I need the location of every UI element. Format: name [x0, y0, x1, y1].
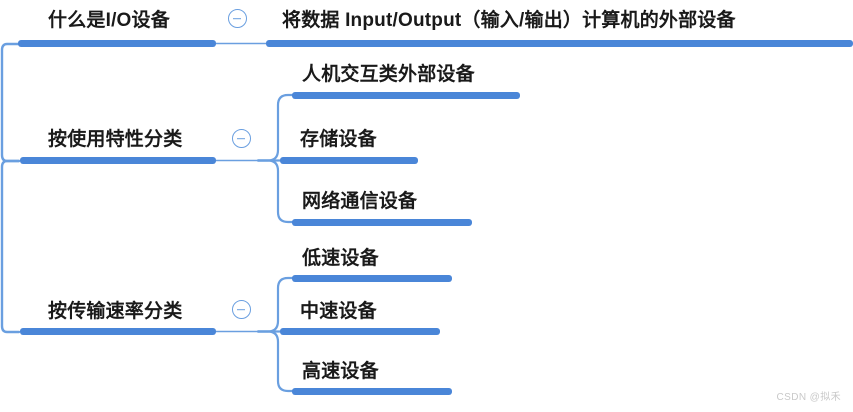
subconnector-speed-1	[256, 276, 298, 333]
node-label-by-speed[interactable]: 按传输速率分类	[48, 301, 183, 322]
child-bar-io-definition[interactable]	[266, 40, 853, 47]
child-bar-human-interaction-device[interactable]	[292, 92, 520, 99]
node-label-what-is-io[interactable]: 什么是I/O设备	[48, 10, 170, 31]
collapse-minus-icon-by-usage[interactable]	[232, 129, 251, 148]
child-bar-low-speed-device[interactable]	[292, 275, 452, 282]
node-label-medium-speed-device[interactable]: 中速设备	[300, 301, 377, 322]
collapse-minus-icon-by-speed[interactable]	[232, 300, 251, 319]
node-label-io-definition[interactable]: 将数据 Input/Output（输入/输出）计算机的外部设备	[282, 10, 736, 31]
node-label-network-device[interactable]: 网络通信设备	[302, 191, 418, 212]
child-bar-network-device[interactable]	[292, 219, 472, 226]
trunk-connector-upper	[0, 42, 21, 163]
trunk-connector-lower	[0, 159, 21, 334]
csdn-watermark: CSDN @拟禾	[776, 392, 841, 403]
node-label-by-usage[interactable]: 按使用特性分类	[48, 129, 183, 150]
child-bar-storage-device[interactable]	[280, 157, 418, 164]
child-bar-high-speed-device[interactable]	[292, 388, 452, 395]
subconnector-speed-3	[256, 330, 298, 393]
node-label-high-speed-device[interactable]: 高速设备	[302, 361, 379, 382]
collapse-minus-icon-what-is-io[interactable]	[228, 9, 247, 28]
subconnector-usage-3	[256, 159, 298, 224]
node-label-human-interaction-device[interactable]: 人机交互类外部设备	[302, 64, 475, 85]
branch-bar-what-is-io[interactable]	[18, 40, 216, 47]
branch-bar-by-speed[interactable]	[20, 328, 216, 335]
subconnector-usage-1	[256, 93, 298, 162]
node-label-low-speed-device[interactable]: 低速设备	[302, 248, 379, 269]
branch-bar-by-usage[interactable]	[20, 157, 216, 164]
child-bar-medium-speed-device[interactable]	[280, 328, 440, 335]
node-label-storage-device[interactable]: 存储设备	[300, 129, 377, 150]
